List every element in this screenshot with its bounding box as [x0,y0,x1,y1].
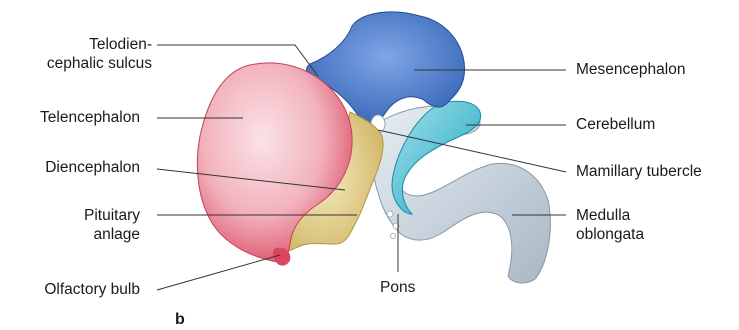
label-pituitary-anlage-line1: Pituitary [84,206,140,225]
pons-nub [387,211,393,217]
panel-letter: b [175,310,185,329]
pons-nub [391,234,396,239]
label-telodiencephalic-sulcus-line2: cephalic sulcus [47,54,152,73]
label-mamillary-tubercle: Mamillary tubercle [576,162,702,181]
label-medulla-oblongata: Medulla oblongata [576,206,644,244]
leader-olfactory-bulb [157,255,280,290]
label-medulla-oblongata-line1: Medulla [576,206,644,225]
label-telodiencephalic-sulcus: Telodien- cephalic sulcus [47,35,152,73]
label-olfactory-bulb: Olfactory bulb [44,280,140,299]
label-pituitary-anlage-line2: anlage [84,225,140,244]
label-pons: Pons [380,278,415,297]
label-cerebellum: Cerebellum [576,115,655,134]
label-telodiencephalic-sulcus-line1: Telodien- [47,35,152,54]
label-mesencephalon: Mesencephalon [576,60,685,79]
label-telencephalon: Telencephalon [40,108,140,127]
label-pituitary-anlage: Pituitary anlage [84,206,140,244]
label-diencephalon: Diencephalon [45,158,140,177]
label-medulla-oblongata-line2: oblongata [576,225,644,244]
